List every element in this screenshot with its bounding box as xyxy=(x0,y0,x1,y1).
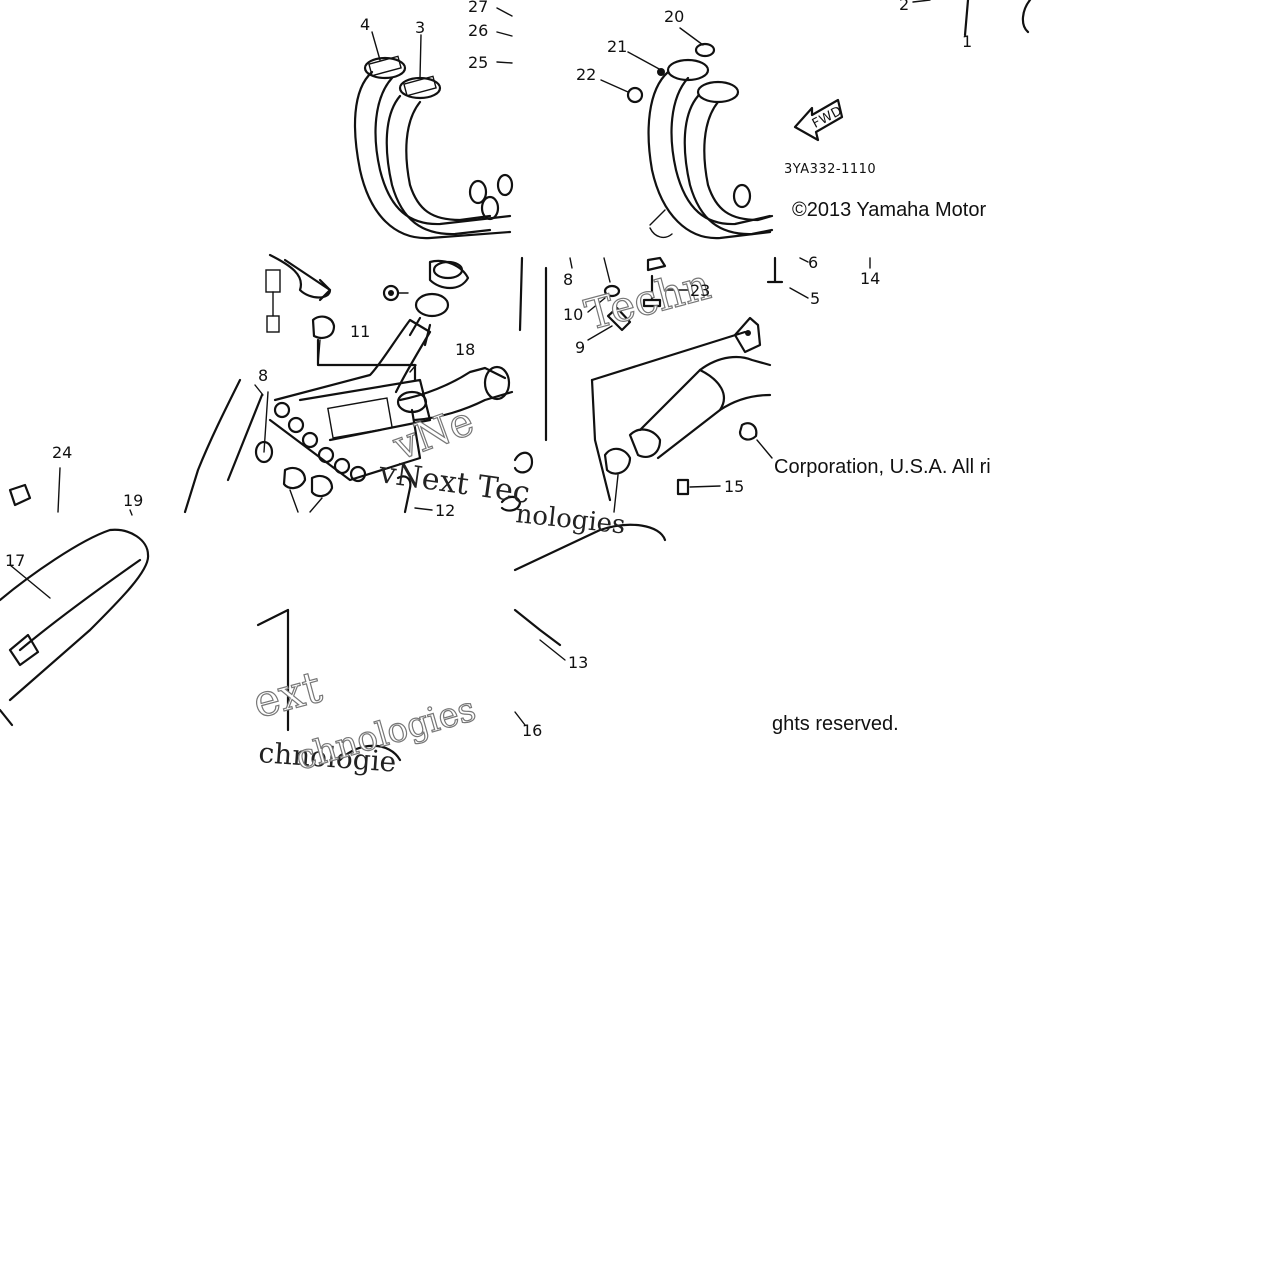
part-label-8a: 8 xyxy=(563,270,573,289)
part-label-13: 13 xyxy=(568,653,588,672)
copyright-line-2: Corporation, U.S.A. All ri xyxy=(774,456,991,478)
part-label-3: 3 xyxy=(415,18,425,37)
part-labels: 27 26 25 4 3 20 21 22 2 1 8 10 9 23 6 5 … xyxy=(5,0,972,740)
part-label-14: 14 xyxy=(860,269,880,288)
part-label-19: 19 xyxy=(123,491,143,510)
part-label-11: 11 xyxy=(350,322,370,341)
fwd-label: FWD xyxy=(810,104,845,132)
part-label-8b: 8 xyxy=(258,366,268,385)
watermark-3: nologies xyxy=(514,499,627,540)
part-label-12: 12 xyxy=(435,501,455,520)
part-label-17: 17 xyxy=(5,551,25,570)
part-label-16: 16 xyxy=(522,721,542,740)
part-label-4: 4 xyxy=(360,15,370,34)
fwd-arrow-icon: FWD xyxy=(793,98,845,142)
part-label-23: 23 xyxy=(690,281,710,300)
part-label-22: 22 xyxy=(576,65,596,84)
part-label-18: 18 xyxy=(455,340,475,359)
header-pipes-left xyxy=(353,7,514,240)
header-pipes-right xyxy=(600,27,774,240)
part-label-6: 6 xyxy=(808,253,818,272)
part-label-26: 26 xyxy=(468,21,488,40)
part-label-15: 15 xyxy=(724,477,744,496)
part-label-20: 20 xyxy=(664,7,684,26)
part-label-2: 2 xyxy=(899,0,909,14)
collector-assembly xyxy=(183,253,514,514)
part-label-27: 27 xyxy=(468,0,488,16)
part-label-24: 24 xyxy=(52,443,72,462)
watermark-4: ext xyxy=(248,662,328,729)
part-label-9: 9 xyxy=(575,338,585,357)
part-label-1: 1 xyxy=(962,32,972,51)
part-label-10: 10 xyxy=(563,305,583,324)
part-label-5: 5 xyxy=(810,289,820,308)
part-label-25: 25 xyxy=(468,53,488,72)
copyright-line-3: ghts reserved. xyxy=(772,713,899,735)
muffler-lower xyxy=(0,467,667,762)
part-label-21: 21 xyxy=(607,37,627,56)
top-right-partial xyxy=(912,0,1032,37)
drawing-code: 3YA332-1110 xyxy=(784,162,876,177)
copyright-line-1: ©2013 Yamaha Motor xyxy=(792,199,986,221)
muffler-joint xyxy=(500,256,871,513)
